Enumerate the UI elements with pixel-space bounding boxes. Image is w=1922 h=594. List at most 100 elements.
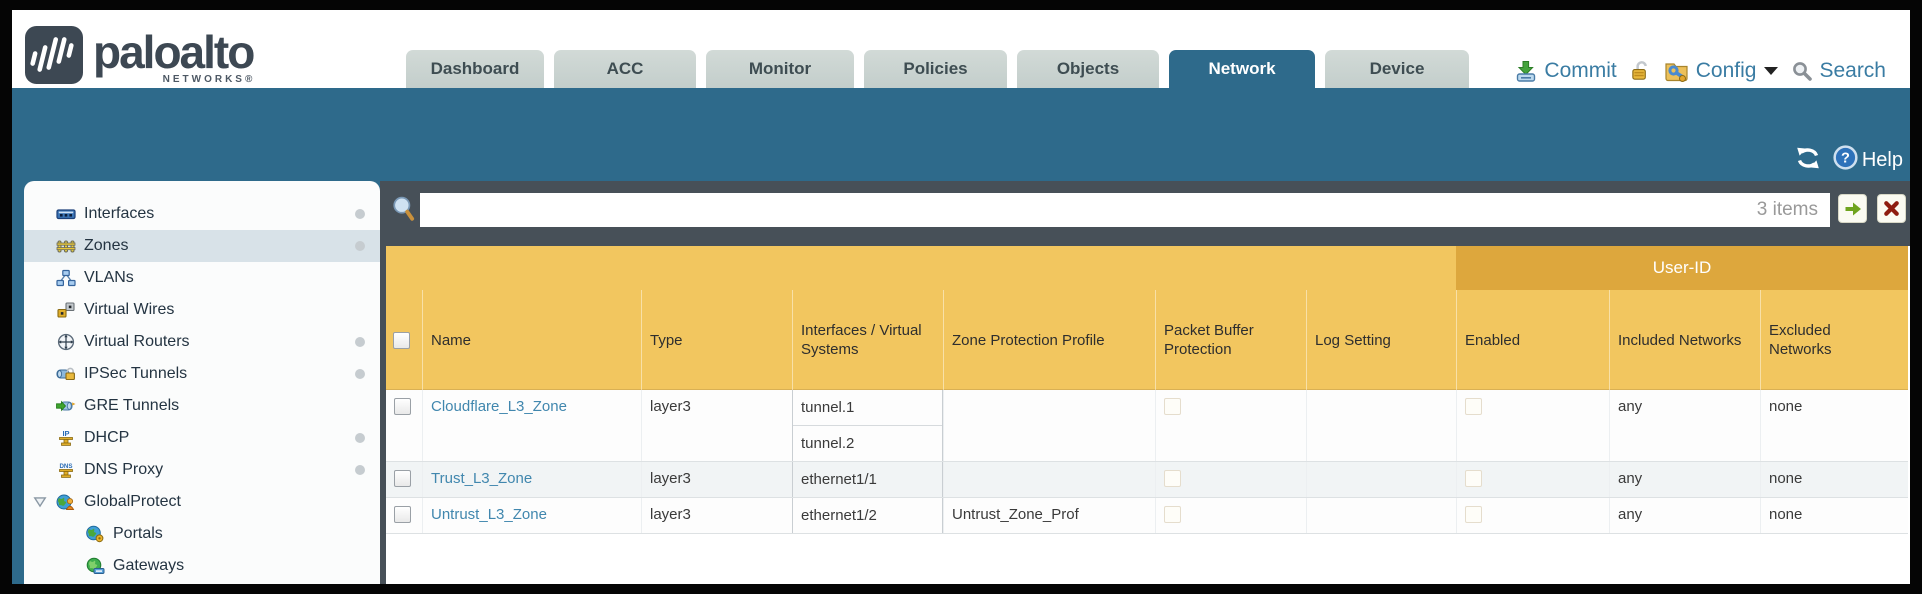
column-header-zone-protection-profile[interactable]: Zone Protection Profile	[952, 331, 1105, 349]
status-dot	[355, 337, 365, 347]
status-dot	[355, 209, 365, 219]
excluded-networks-value: none	[1769, 470, 1803, 487]
zone-row-untrust-l3-zone: Untrust_L3_Zone layer3 ethernet1/2 Untrust_…	[386, 498, 1908, 534]
row-select-checkbox[interactable]	[394, 398, 411, 415]
help-label: Help	[1861, 149, 1903, 171]
sidebar-item-label: IPSec Tunnels	[84, 365, 188, 382]
tab-acc[interactable]: ACC	[554, 50, 696, 88]
column-header-interfaces-virtual-systems[interactable]: Interfaces / Virtual Systems	[801, 322, 922, 358]
sidebar-item-gateways[interactable]: Gateways	[24, 550, 380, 582]
sidebar-item-label: GRE Tunnels	[84, 397, 180, 414]
tab-monitor[interactable]: Monitor	[706, 50, 854, 88]
search-button[interactable]: Search	[1791, 59, 1886, 83]
column-header-enabled[interactable]: Enabled	[1465, 331, 1521, 349]
sidebar-item-globalprotect[interactable]: GlobalProtect	[24, 486, 380, 518]
lock-icon	[1630, 60, 1651, 83]
config-icon	[1664, 59, 1690, 83]
column-header-excluded-networks[interactable]: Excluded Networks	[1769, 322, 1832, 358]
tab-dashboard[interactable]: Dashboard	[406, 50, 544, 88]
select-all-checkbox[interactable]	[393, 331, 410, 349]
commit-button[interactable]: Commit	[1514, 59, 1617, 83]
interface-value: ethernet1/1	[801, 471, 877, 488]
user-id-enabled-checkbox[interactable]	[1465, 470, 1482, 487]
row-select-checkbox[interactable]	[394, 506, 411, 523]
help-button[interactable]: ? Help	[1833, 145, 1903, 176]
column-header-log-setting[interactable]: Log Setting	[1315, 331, 1391, 349]
excluded-networks-value: none	[1769, 398, 1803, 415]
apply-filter-button[interactable]	[1838, 194, 1867, 223]
brand-name: paloalto	[93, 26, 255, 78]
column-header-included-networks[interactable]: Included Networks	[1618, 331, 1742, 349]
interface-value: ethernet1/2	[801, 507, 877, 524]
brand-sub: NETWORKS®	[162, 74, 256, 85]
zone-name-link[interactable]: Trust_L3_Zone	[431, 470, 533, 487]
lock-button[interactable]	[1630, 60, 1651, 83]
config-button[interactable]: Config	[1664, 59, 1779, 83]
packet-buffer-protection-checkbox[interactable]	[1164, 506, 1181, 523]
zone-type-value: layer3	[650, 398, 691, 415]
column-header-type[interactable]: Type	[650, 331, 683, 349]
status-dot	[355, 433, 365, 443]
sidebar-item-dns-proxy[interactable]: DNS DNS Proxy	[24, 454, 380, 486]
sidebar-item-dhcp[interactable]: IP DHCP	[24, 422, 380, 454]
sidebar-item-label: DNS Proxy	[84, 461, 164, 478]
dns-proxy-icon: DNS	[55, 460, 77, 480]
commit-label: Commit	[1544, 59, 1617, 82]
column-header-name[interactable]: Name	[431, 331, 472, 349]
sidebar-divider	[380, 181, 386, 584]
sidebar-item-label: Interfaces	[84, 205, 155, 222]
commit-icon	[1514, 59, 1538, 83]
excluded-networks-value: none	[1769, 506, 1803, 523]
sidebar-item-label: DHCP	[84, 429, 130, 446]
user-id-enabled-checkbox[interactable]	[1465, 398, 1482, 415]
sidebar-item-interfaces[interactable]: Interfaces	[24, 198, 380, 230]
filter-input[interactable]	[420, 193, 1757, 227]
sidebar-item-vlans[interactable]: VLANs	[24, 262, 380, 294]
clear-filter-button[interactable]	[1877, 194, 1906, 223]
refresh-icon[interactable]	[1795, 146, 1821, 175]
tab-objects[interactable]: Objects	[1017, 50, 1159, 88]
zone-name-link[interactable]: Cloudflare_L3_Zone	[431, 398, 567, 415]
zone-type-value: layer3	[650, 506, 691, 523]
portals-icon	[84, 524, 106, 544]
filter-strip: 3 items	[386, 181, 1910, 246]
column-header-packet-buffer-protection[interactable]: Packet Buffer Protection	[1164, 322, 1254, 358]
row-select-checkbox[interactable]	[394, 470, 411, 487]
help-icon: ?	[1833, 145, 1858, 176]
sidebar-item-label: Zones	[84, 237, 129, 254]
expander-icon[interactable]	[33, 495, 47, 509]
sidebar-item-zones[interactable]: Zones	[24, 230, 380, 262]
zone-name-link[interactable]: Untrust_L3_Zone	[431, 506, 547, 523]
sidebar-item-virtual-routers[interactable]: Virtual Routers	[24, 326, 380, 358]
sidebar-item-label: GlobalProtect	[84, 493, 181, 510]
sidebar-item-portals[interactable]: Portals	[24, 518, 380, 550]
svg-text:DNS: DNS	[59, 463, 72, 470]
tab-policies[interactable]: Policies	[864, 50, 1007, 88]
sidebar-item-virtual-wires[interactable]: Virtual Wires	[24, 294, 380, 326]
packet-buffer-protection-checkbox[interactable]	[1164, 470, 1181, 487]
packet-buffer-protection-checkbox[interactable]	[1164, 398, 1181, 415]
sidebar-item-label: Portals	[113, 525, 163, 542]
sidebar-item-label: Gateways	[113, 557, 185, 574]
user-id-enabled-checkbox[interactable]	[1465, 506, 1482, 523]
table-header-row: Name Type Interfaces / Virtual Systems Zone…	[386, 290, 1908, 390]
zone-protection-profile-value: Untrust_Zone_Prof	[952, 506, 1079, 523]
zones-icon	[55, 236, 77, 256]
sidebar-item-label: Virtual Wires	[84, 301, 175, 318]
tab-device[interactable]: Device	[1325, 50, 1469, 88]
virtual-routers-icon	[55, 332, 77, 352]
svg-text:IP: IP	[62, 429, 69, 438]
sidebar-item-gre-tunnels[interactable]: GRE Tunnels	[24, 390, 380, 422]
sidebar-item-label: VLANs	[84, 269, 134, 286]
tab-network[interactable]: Network	[1169, 50, 1315, 88]
interfaces-icon	[55, 204, 77, 224]
sidebar-item-ipsec-tunnels[interactable]: IPSec Tunnels	[24, 358, 380, 390]
